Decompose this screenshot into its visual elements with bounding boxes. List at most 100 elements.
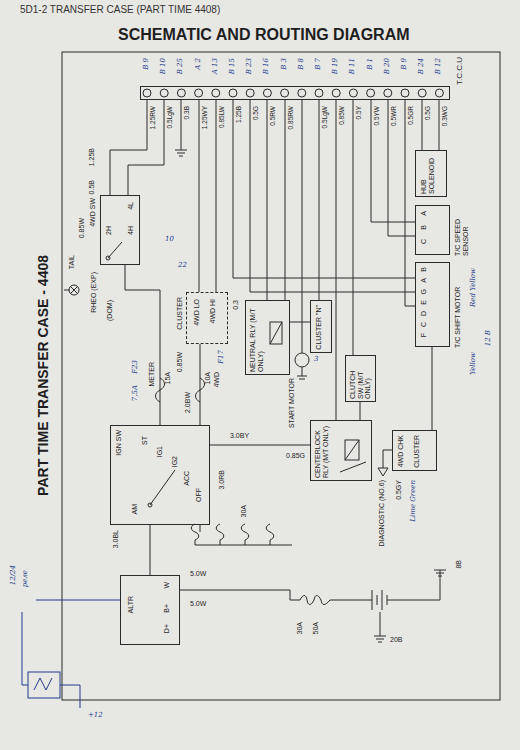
handwritten-note: 12 В <box>485 330 493 346</box>
motor-symbol <box>295 353 309 367</box>
connector-pin <box>177 89 185 97</box>
diagnostic-terminal <box>378 450 392 476</box>
connector-pin <box>195 89 203 97</box>
wire-label: TAIL <box>68 255 76 269</box>
component-name: CLUSTER <box>176 297 184 330</box>
wire-label: 0.5Y <box>355 106 362 119</box>
handwritten-wire <box>22 600 120 708</box>
connector-pin <box>298 89 306 97</box>
terminal-label: ST <box>141 436 149 445</box>
fusible-link <box>266 524 274 545</box>
wire-label: 30A <box>296 622 304 634</box>
wire <box>180 525 360 600</box>
component-box: T/C SHIFT MOTORBAGEDCF <box>415 262 450 347</box>
wire-label: 0.3B <box>183 106 190 119</box>
terminal-label: D <box>420 311 428 316</box>
component-name: HUB SOLENOID <box>420 154 435 194</box>
connector-pin <box>143 89 151 97</box>
component-box: CLUSTER4WD LO4WD HI <box>186 292 228 344</box>
terminal-label: W <box>163 582 171 589</box>
wire <box>302 100 303 353</box>
fusible-links <box>191 524 274 545</box>
wire-label: 0.85LW <box>218 106 225 128</box>
wire-connector <box>285 100 286 300</box>
component-name: 4WD CHK <box>397 435 405 467</box>
component-box: HUB SOLENOID <box>415 150 447 197</box>
terminal-label: IG2 <box>171 456 179 467</box>
component-name: ALTR <box>127 596 135 613</box>
wire-connector <box>200 344 201 425</box>
component-box: NEUTRAL RLY (M/T ONLY) <box>245 300 290 375</box>
terminal-label: C <box>420 322 428 327</box>
terminal-label: 4L <box>127 202 135 210</box>
wire-connector <box>353 100 354 355</box>
component-name: T/C SPEED SENSOR <box>454 206 469 256</box>
wire-label: 5.0W <box>190 600 206 608</box>
terminal-label: ACC <box>183 471 191 486</box>
wire-label: 0.3 <box>232 300 240 310</box>
component-name: CENTERLOCK RLY (M/T ONLY) <box>314 424 329 478</box>
handwritten-note: 7,5A <box>132 385 140 401</box>
handwritten-note: B 24 <box>418 58 426 74</box>
terminal-label: 4WD HI <box>209 299 217 324</box>
terminal-label: F <box>420 333 428 337</box>
fusible-link <box>241 524 249 545</box>
handwritten-note: B 10 <box>160 58 168 74</box>
handwritten-note: B 19 <box>332 58 340 74</box>
component-box: 4WD CHK CLUSTER <box>392 430 437 471</box>
wire-label: 0.5RW <box>269 106 276 126</box>
wire-label: 0.3WG <box>441 106 448 126</box>
terminal-label: 4WD LO <box>193 299 201 326</box>
handwritten-note: A 2 <box>195 58 203 70</box>
wire-connector <box>267 100 268 300</box>
terminal-label: A <box>420 211 428 216</box>
wire-label: 20B <box>390 636 402 644</box>
terminal-label: B <box>420 225 428 230</box>
terminal-label: OFF <box>195 488 203 502</box>
relay-contact <box>340 440 366 472</box>
connector-pin <box>246 89 254 97</box>
component-name: CLUSTER "N" <box>315 305 323 350</box>
wire-connector <box>432 347 433 430</box>
terminal-label: E <box>420 300 428 305</box>
wire-connector <box>233 100 415 278</box>
wire-label: 1.25RW <box>149 106 156 129</box>
handwritten-note: B 16 <box>263 58 271 74</box>
wire-connector <box>360 402 361 420</box>
handwritten-note: B 9 <box>401 58 409 70</box>
wire-label: 1.25B <box>235 106 242 123</box>
wire-label: 8B <box>455 560 463 569</box>
component-box: CENTERLOCK RLY (M/T ONLY) <box>310 420 372 481</box>
terminal-label: IG1 <box>156 446 164 457</box>
fusible-link <box>216 524 224 545</box>
handwritten-note: F23 <box>132 360 140 374</box>
connector-pin <box>315 89 323 97</box>
wire-label: 0.5GY <box>395 480 403 500</box>
terminal-label: CLUSTER <box>413 435 421 468</box>
connector-pin <box>418 89 426 97</box>
wire-connector <box>405 100 415 306</box>
handwritten-note: B 23 <box>246 58 254 74</box>
handwritten-note: 12/24 <box>10 565 18 585</box>
handwritten-note: реле <box>22 570 30 587</box>
wire-label: 0.5GR <box>407 106 414 125</box>
wire-label: 0.5WR <box>390 106 397 126</box>
terminal-label: C <box>420 239 428 244</box>
switch-arm <box>108 242 122 258</box>
wire-label: 0.85W <box>78 218 86 238</box>
wire-label: 3.0RB <box>218 470 226 489</box>
handwritten-note: 3 <box>314 356 318 364</box>
wire-label: 3.0BY <box>230 432 249 440</box>
diagram-title: SCHEMATIC AND ROUTING DIAGRAM <box>118 26 410 44</box>
ground-symbol <box>374 612 386 642</box>
terminal-label: D+ <box>163 624 171 633</box>
component-box: 4WD SW4L4H2H <box>100 195 140 265</box>
connector-pin <box>401 89 409 97</box>
component-name: CLUTCH SW (M/T ONLY) <box>349 359 372 399</box>
handwritten-note: B 11 <box>349 58 357 74</box>
lamp-symbol <box>64 287 78 294</box>
component-name: NEUTRAL RLY (M/T ONLY) <box>249 304 264 372</box>
connector-pin <box>281 89 289 97</box>
terminal-label: A <box>420 278 428 283</box>
wire-connector <box>290 322 310 323</box>
